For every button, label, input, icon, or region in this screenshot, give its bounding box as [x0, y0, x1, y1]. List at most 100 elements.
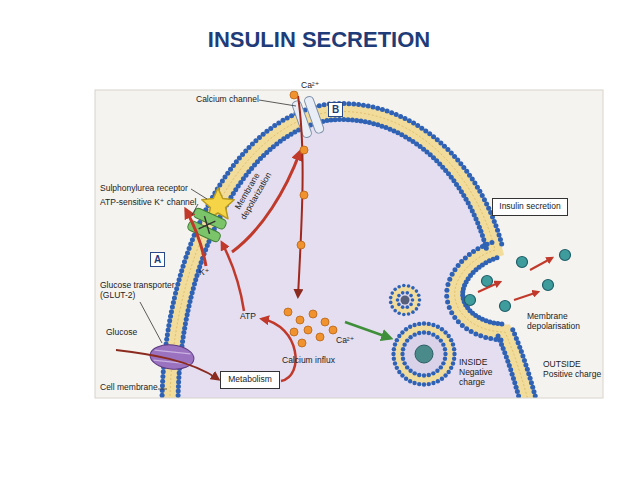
lipid-head — [481, 237, 486, 242]
lipid-head — [187, 303, 192, 308]
lipid-head — [190, 237, 195, 242]
lipid-head — [443, 347, 447, 351]
lipid-head — [473, 331, 478, 336]
lipid-head — [412, 332, 416, 336]
lipid-head — [176, 380, 181, 385]
lipid-head — [529, 380, 534, 385]
lipid-head — [483, 335, 488, 340]
lipid-head — [398, 114, 403, 119]
lipid-head — [514, 336, 519, 341]
lipid-head — [427, 373, 431, 377]
lipid-head — [482, 197, 487, 202]
lipid-head — [346, 117, 351, 122]
lipid-head — [489, 240, 494, 245]
lipid-head — [366, 104, 371, 109]
lipid-head — [192, 282, 197, 287]
lipid-head — [431, 332, 435, 336]
lipid-head — [289, 113, 294, 118]
lipid-head — [178, 273, 183, 278]
lipid-head — [452, 357, 456, 361]
lipid-head — [333, 117, 338, 122]
leader-line — [140, 302, 162, 343]
part-label: Calcium influx — [282, 356, 335, 366]
lipid-head — [447, 305, 452, 310]
lipid-head — [177, 277, 182, 282]
lipid-head — [495, 228, 500, 233]
lipid-head — [512, 380, 517, 385]
lipid-head — [517, 345, 522, 350]
part-label: K⁺ — [199, 268, 209, 278]
part-label: OUTSIDE Positive charge — [543, 360, 605, 380]
lipid-head — [415, 307, 419, 311]
lipid-head — [408, 325, 412, 329]
lipid-head — [402, 313, 406, 317]
lipid-head — [407, 312, 411, 316]
lipid-head — [525, 367, 530, 372]
lipid-head — [422, 330, 426, 334]
lipid-head — [404, 376, 408, 380]
lipid-head — [411, 286, 415, 290]
lipid-head — [171, 300, 176, 305]
lipid-head — [504, 355, 509, 360]
lipid-head — [512, 332, 517, 337]
lipid-head — [439, 365, 443, 369]
lipid-head — [395, 366, 399, 370]
lipid-head — [397, 334, 401, 338]
lipid-head — [441, 361, 445, 365]
potassium-arrow — [186, 210, 206, 266]
lipid-head — [452, 347, 456, 351]
lipid-head — [185, 250, 190, 255]
vesicle-membrane — [394, 289, 416, 311]
lipid-head — [397, 303, 401, 307]
process-box: Metabolism — [220, 371, 280, 389]
calcium-ion — [300, 191, 308, 199]
lipid-bilayer — [170, 111, 528, 398]
lipid-head — [175, 282, 180, 287]
lipid-head — [440, 376, 444, 380]
lipid-head — [160, 393, 165, 398]
lipid-head — [393, 288, 397, 292]
lipid-head — [356, 102, 361, 107]
lipid-head — [422, 373, 426, 377]
lipid-head — [409, 294, 413, 298]
lipid-head — [199, 260, 204, 265]
lipid-head — [406, 291, 410, 295]
lipid-head — [515, 389, 520, 394]
lipid-head — [393, 361, 397, 365]
part-label: Ca²⁺ — [301, 81, 319, 91]
lipid-head — [390, 305, 394, 309]
lipid-head — [446, 334, 450, 338]
lipid-head — [516, 340, 521, 345]
lipid-head — [436, 325, 440, 329]
lipid-head — [395, 338, 399, 342]
lipid-head — [397, 285, 401, 289]
lipid-head — [447, 277, 452, 282]
lipid-head — [412, 323, 416, 327]
lipid-head — [358, 118, 363, 123]
lipid-head — [397, 311, 401, 315]
insulin-granule — [482, 276, 493, 287]
lipid-head — [187, 246, 192, 251]
lipid-heads — [160, 101, 538, 398]
lipid-tails — [170, 111, 528, 398]
lipid-head — [165, 332, 170, 337]
lipid-head — [411, 310, 415, 314]
lipid-head — [397, 370, 401, 374]
part-label: Glucose — [106, 328, 137, 338]
part-label: Sulphonylurea receptor — [100, 184, 188, 194]
lipid-head — [451, 361, 455, 365]
vesicle-lumen — [398, 328, 450, 380]
insulin-granule — [465, 295, 476, 306]
lipid-head — [160, 379, 165, 384]
lipid-head — [480, 244, 485, 249]
calcium-ion — [296, 316, 304, 324]
leader-line — [158, 389, 167, 390]
lipid-head — [508, 367, 513, 372]
insulin-core — [401, 296, 410, 305]
calcium-ion — [309, 310, 317, 318]
lipid-head — [280, 118, 285, 123]
lipid-head — [492, 219, 497, 224]
part-label: Cell membrane — [100, 383, 158, 393]
lipid-head — [439, 338, 443, 342]
